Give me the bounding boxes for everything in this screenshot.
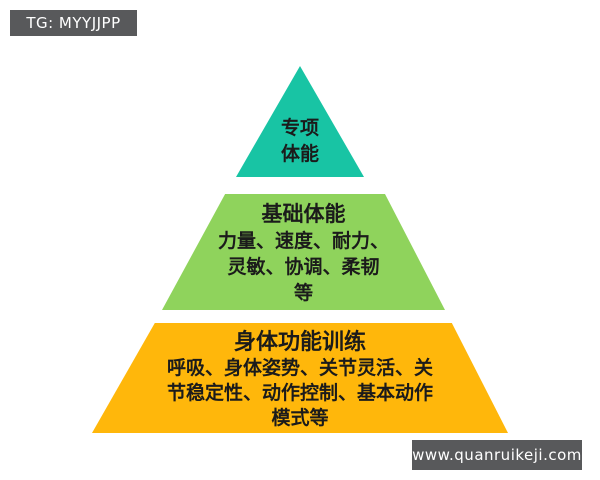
telegram-tag-badge: TG: MYYJJPP — [10, 10, 137, 36]
tier-text-line: 灵敏、协调、柔韧 — [227, 256, 380, 278]
pyramid-tier-specialized-fitness: 专项 体能 — [236, 66, 364, 177]
tier-text-line: 体能 — [280, 143, 319, 165]
tier-text-line: 等 — [293, 282, 313, 304]
tier-title: 身体功能训练 — [233, 330, 366, 355]
website-watermark-badge: www.quanruikeji.com — [412, 440, 582, 470]
pyramid-tier-basic-fitness: 基础体能 力量、速度、耐力、 灵敏、协调、柔韧 等 — [162, 194, 445, 310]
tier-text-line: 力量、速度、耐力、 — [217, 230, 389, 252]
tier-text-line: 模式等 — [271, 407, 329, 429]
tier-title: 基础体能 — [261, 202, 346, 226]
tier-text-line: 节稳定性、动作控制、基本动作 — [166, 382, 433, 404]
tier-text-line: 呼吸、身体姿势、关节灵活、关 — [166, 357, 433, 379]
pyramid-tier-functional-training: 身体功能训练 呼吸、身体姿势、关节灵活、关 节稳定性、动作控制、基本动作 模式等 — [92, 323, 508, 433]
tier-text-line: 专项 — [280, 117, 319, 139]
